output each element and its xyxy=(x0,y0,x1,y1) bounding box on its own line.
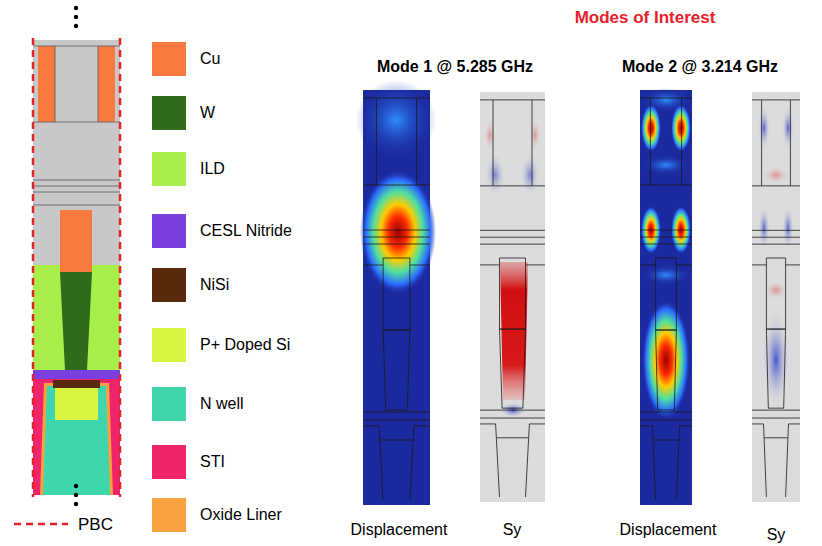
mode1-stress-map xyxy=(480,92,545,502)
legend-swatch xyxy=(152,268,186,302)
legend-label: STI xyxy=(200,453,225,471)
pbc-line xyxy=(14,523,68,526)
legend-label: Cu xyxy=(200,50,220,68)
legend-label: W xyxy=(200,104,215,122)
legend-item: ILD xyxy=(152,152,322,186)
legend-item: P+ Doped Si xyxy=(152,328,322,362)
legend-label: NiSi xyxy=(200,276,229,294)
legend-label: P+ Doped Si xyxy=(200,336,290,354)
legend-item: Cu xyxy=(152,42,322,76)
mode2-displacement-map xyxy=(640,88,692,505)
legend-swatch xyxy=(152,498,186,532)
legend-item: Oxide Liner xyxy=(152,498,322,532)
mode-heading: Mode 1 @ 5.285 GHz xyxy=(377,58,533,76)
panel-label: Displacement xyxy=(620,521,717,539)
legend-item: W xyxy=(152,96,322,130)
legend-swatch xyxy=(152,152,186,186)
legend-item: NiSi xyxy=(152,268,322,302)
panel-label: Displacement xyxy=(351,521,448,539)
legend-swatch xyxy=(152,214,186,248)
legend-item: N well xyxy=(152,387,322,421)
panel-label: Sy xyxy=(503,521,522,539)
legend-label: N well xyxy=(200,395,244,413)
legend-item: PBC xyxy=(12,513,142,535)
legend-swatch xyxy=(152,328,186,362)
legend-swatch xyxy=(152,445,186,479)
mode2-stress-map xyxy=(752,92,800,502)
mode1-displacement-map xyxy=(356,80,436,505)
legend-swatch xyxy=(152,387,186,421)
legend-line-sample xyxy=(12,513,70,535)
cross-section xyxy=(33,6,120,506)
mode-heading: Mode 2 @ 3.214 GHz xyxy=(622,58,778,76)
legend-label: Oxide Liner xyxy=(200,506,282,524)
legend-swatch xyxy=(152,96,186,130)
legend-swatch xyxy=(152,42,186,76)
title: Modes of Interest xyxy=(575,8,716,28)
panel-label: Sy xyxy=(767,526,786,544)
legend-item: STI xyxy=(152,445,322,479)
legend-item: CESL Nitride xyxy=(152,214,322,248)
legend-label: CESL Nitride xyxy=(200,222,292,240)
legend-label: PBC xyxy=(78,515,113,535)
legend-label: ILD xyxy=(200,160,225,178)
